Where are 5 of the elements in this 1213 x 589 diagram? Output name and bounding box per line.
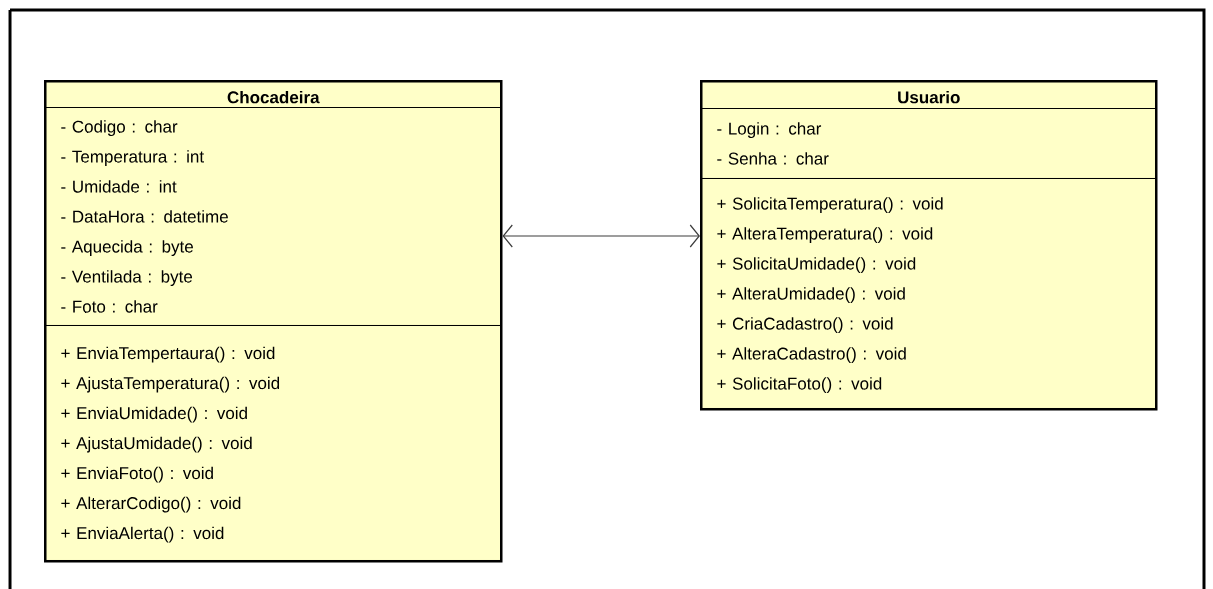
compartment: - Login : char - Senha : char: [700, 108, 1156, 179]
compartment: - Codigo : char - Temperatura : int - Umidade : int - DataHora : datetime - Aquecida : byte - Ventilada : byte - Foto : char: [44, 107, 501, 326]
compartment: + SolicitaTemperatura() : void + AlteraTemperatura() : void + SolicitaUmidade() : void + AlteraUmidade() : void + CriaCadastro() : void + AlteraCadastro() : void + SolicitaFoto() : void: [700, 178, 1156, 409]
arrow: [502, 224, 700, 248]
compartment: + EnviaTempertaura() : void + AjustaTemperatura() : void + EnviaUmidade() : void + AjustaUmidade() : void + EnviaFoto() : void + AlterarCodigo() : void + EnviaAlerta() : void: [44, 325, 501, 561]
